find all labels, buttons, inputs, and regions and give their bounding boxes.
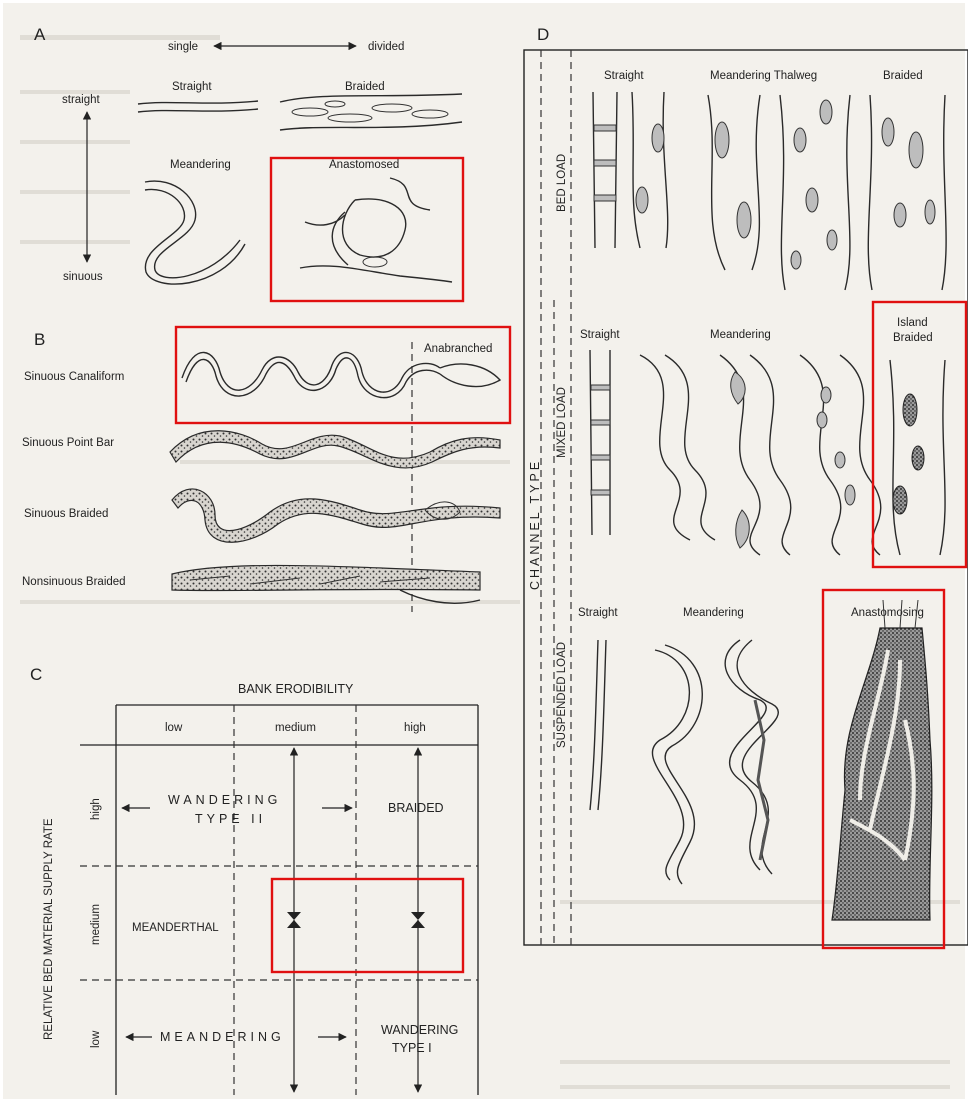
meanderthal-label: MEANDERTHAL: [132, 922, 219, 934]
anastomosing-label: Anastomosing: [851, 607, 924, 619]
bank-erodibility-title: BANK ERODIBILITY: [238, 682, 354, 696]
sinuous-point-bar-label: Sinuous Point Bar: [22, 437, 114, 449]
bed-braided-label: Braided: [883, 70, 923, 82]
channel-type-label: CHANNEL TYPE: [528, 459, 542, 590]
bed-straight-label: Straight: [604, 70, 644, 82]
sinuous-braided-label: Sinuous Braided: [24, 508, 108, 520]
braided-cell-label: BRAIDED: [388, 801, 444, 815]
bed-load-label: BED LOAD: [556, 154, 568, 212]
mixed-load-sketches: [590, 350, 945, 555]
row-medium-label: medium: [90, 904, 102, 945]
island-braided-label-1: Island: [897, 317, 928, 329]
row-low-label: low: [90, 1030, 102, 1048]
braided-channel-sketch: [280, 94, 462, 130]
column-high-label: high: [404, 722, 426, 734]
mixed-straight-label: Straight: [580, 329, 620, 341]
suspended-meandering-label: Meandering: [683, 607, 744, 619]
mixed-load-label: MIXED LOAD: [556, 387, 568, 458]
island-braided-label-2: Braided: [893, 332, 933, 344]
straight-channel-sketch: [138, 101, 258, 104]
suspended-load-label: SUSPENDED LOAD: [556, 642, 568, 748]
suspended-load-sketches: [590, 600, 932, 920]
mixed-meandering-label: Meandering: [710, 329, 771, 341]
bed-meandering-thalweg-label: Meandering Thalweg: [710, 70, 817, 82]
axis-sinuous-label: sinuous: [63, 271, 103, 283]
axis-single-label: single: [168, 41, 198, 53]
supply-rate-axis-label: RELATIVE BED MATERIAL SUPPLY RATE: [43, 818, 55, 1040]
wandering-type1-sublabel: TYPE I: [392, 1041, 432, 1055]
bed-load-sketches: [593, 92, 946, 290]
panel-c: C BANK ERODIBILITY low medium high high …: [30, 665, 478, 1095]
wandering-type2-sublabel: TYPE II: [195, 812, 266, 826]
nonsinuous-braided-sketch: [172, 565, 480, 603]
sinuous-canaliform-sketch: [182, 352, 500, 397]
meandering-channel-sketch: [145, 181, 245, 284]
column-low-label: low: [165, 722, 183, 734]
suspended-straight-label: Straight: [578, 607, 618, 619]
highlight-medium-medium: [272, 879, 463, 972]
panel-b-letter: B: [34, 330, 45, 349]
panel-d: D CHANNEL TYPE BED LOAD MIXED LOAD SUSPE…: [524, 25, 968, 948]
anastomosed-channel-sketch: [300, 178, 452, 282]
wandering-type1-label: WANDERING: [381, 1023, 458, 1037]
column-medium-label: medium: [275, 722, 316, 734]
sinuous-canaliform-label: Sinuous Canaliform: [24, 371, 124, 383]
type-straight-label: Straight: [172, 81, 212, 93]
type-meandering-label: Meandering: [170, 159, 231, 171]
wandering-type2-label: WANDERING: [168, 793, 281, 807]
sinuous-braided-sketch: [172, 489, 500, 542]
nonsinuous-braided-label: Nonsinuous Braided: [22, 576, 126, 588]
meandering-cell-label: MEANDERING: [160, 1030, 285, 1044]
anabranched-label: Anabranched: [424, 343, 492, 355]
axis-divided-label: divided: [368, 41, 404, 53]
type-braided-label: Braided: [345, 81, 385, 93]
highlight-canaliform: [176, 327, 510, 423]
axis-straight-label: straight: [62, 94, 101, 106]
panel-c-letter: C: [30, 665, 42, 684]
row-high-label: high: [90, 798, 102, 820]
panel-b: B Sinuous Canaliform Anabranched Sinuous…: [22, 327, 510, 612]
type-anastomosed-label: Anastomosed: [329, 159, 399, 171]
panel-d-letter: D: [537, 25, 549, 44]
panel-a: A single divided straight sinuous Straig…: [34, 25, 463, 301]
panel-a-letter: A: [34, 25, 46, 44]
